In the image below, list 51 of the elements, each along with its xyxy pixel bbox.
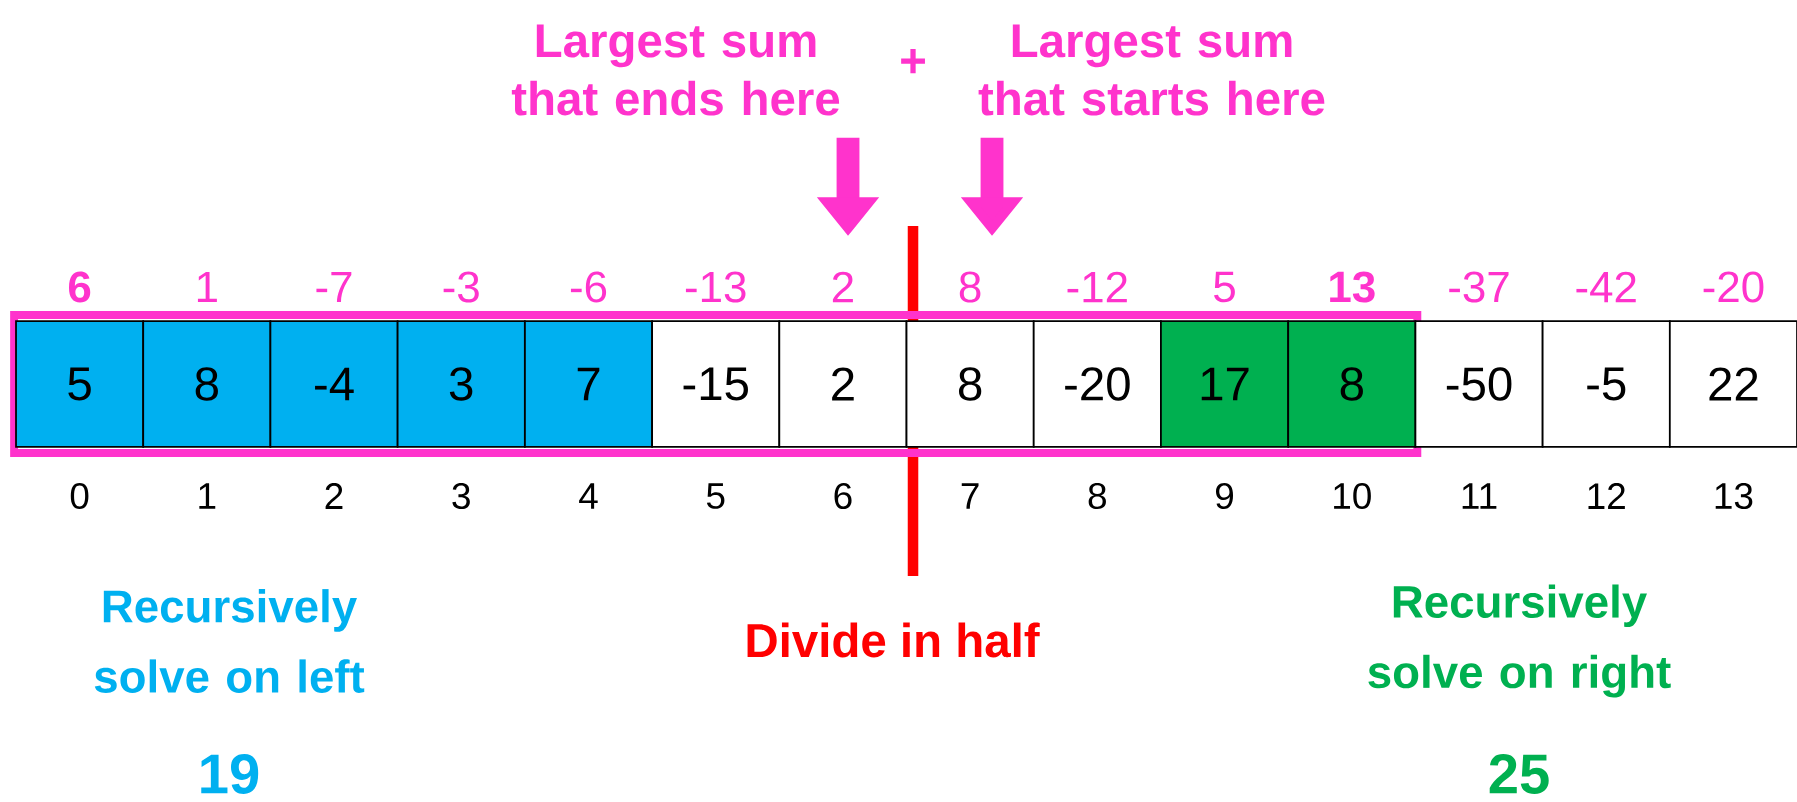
array-cell: 22 (1668, 320, 1797, 448)
heading: Largest sum that starts here (978, 24, 1325, 116)
prefix-sum-label: -12 (1067, 271, 1127, 303)
index-label: 3 (452, 482, 470, 510)
array-cell: -4 (269, 320, 399, 448)
heading: Largest sum that ends here (511, 24, 840, 116)
array-cell: 7 (524, 320, 653, 448)
prefix-sum-label: -37 (1449, 271, 1509, 303)
index-label: 0 (70, 482, 89, 510)
index-label: 8 (1088, 482, 1106, 510)
result-number: 25 (1489, 754, 1549, 794)
array-cell: 17 (1160, 320, 1289, 448)
index-label: 6 (834, 482, 852, 510)
prefix-sum-label: -6 (570, 271, 607, 303)
index-label: 12 (1588, 483, 1625, 509)
prefix-sum-label: 2 (832, 271, 853, 303)
array-cell: 8 (905, 320, 1035, 448)
prefix-sum-label: -3 (443, 271, 479, 303)
index-label: 9 (1216, 482, 1233, 510)
array-cell: 3 (396, 320, 526, 448)
array-cell: -5 (1541, 320, 1671, 448)
caption-text: Recursively solve on right (1368, 584, 1671, 698)
prefix-sum-label: -42 (1576, 271, 1636, 303)
index-label: 10 (1334, 482, 1371, 510)
array-cell: -20 (1032, 320, 1162, 448)
index-label: 1 (199, 483, 216, 509)
prefix-sum-label: 1 (197, 271, 217, 303)
array-cell: 8 (142, 320, 272, 448)
array-cell: 2 (778, 320, 908, 448)
highlight-frame (10, 311, 1422, 457)
index-label: 7 (961, 483, 979, 509)
index-label: 5 (706, 483, 725, 509)
prefix-sum-label: 5 (1214, 271, 1235, 303)
caption-text: Recursively solve on left (94, 589, 365, 693)
index-label: 13 (1715, 482, 1753, 510)
prefix-sum-label: 6 (69, 271, 91, 303)
index-label: 4 (579, 483, 598, 509)
prefix-sum-label: 8 (959, 271, 981, 303)
index-label: 11 (1462, 483, 1497, 509)
prefix-sum-label: 13 (1330, 271, 1375, 303)
prefix-sum-label: -13 (685, 271, 746, 303)
array-cell: 8 (1287, 320, 1417, 448)
result-number: 19 (201, 754, 259, 794)
plus-sign: + (901, 49, 925, 74)
prefix-sum-label: -7 (316, 271, 352, 303)
array-cell: -15 (651, 320, 781, 448)
array-cell: -50 (1414, 320, 1544, 448)
caption-text: Divide in half (747, 622, 1040, 658)
prefix-sum-label: -20 (1703, 271, 1764, 303)
array-cell: 5 (15, 320, 145, 448)
index-label: 2 (325, 483, 343, 509)
